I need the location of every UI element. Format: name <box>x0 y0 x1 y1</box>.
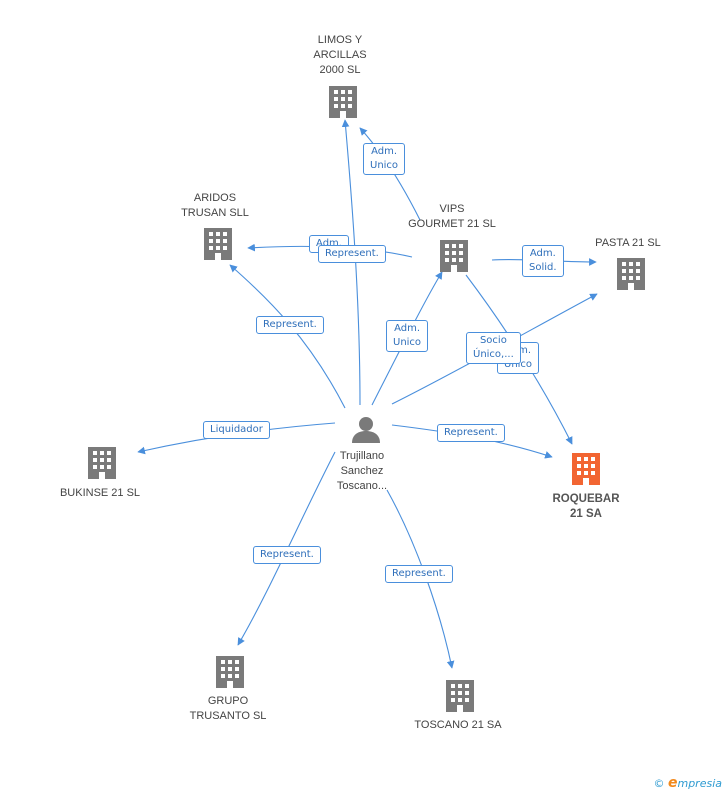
building-icon-grupo[interactable] <box>216 656 244 688</box>
edge-label-represent-toscano: Represent. <box>385 565 453 583</box>
edge-label-liquidador: Liquidador <box>203 421 270 439</box>
node-label-grupo[interactable]: GRUPO TRUSANTO SL <box>189 695 267 722</box>
node-label-pasta[interactable]: PASTA 21 SL <box>595 237 661 249</box>
node-label-bukinse[interactable]: BUKINSE 21 SL <box>59 487 141 499</box>
person-icon[interactable] <box>352 417 380 443</box>
edge-label-represent-roquebar: Represent. <box>437 424 505 442</box>
node-label-roquebar[interactable]: ROQUEBAR 21 SA <box>552 493 620 520</box>
node-label-limos[interactable]: LIMOS Y ARCILLAS 2000 SL <box>313 34 367 76</box>
node-label-person[interactable]: Trujillano Sanchez Toscano... <box>336 450 388 492</box>
edge-label-adm-unico-vips: Adm. Unico <box>386 320 429 352</box>
edge-label-represent-vips-aridos: Represent. <box>318 245 386 263</box>
edge-label-socio-unico: Socio Único,... <box>466 332 521 364</box>
building-icon-aridos[interactable] <box>204 228 232 260</box>
building-icon-limos[interactable] <box>329 86 357 118</box>
edge-person-aridos <box>229 264 346 409</box>
footer-brand: © empresia <box>653 775 722 791</box>
empresia-logo-text: mpresia <box>677 777 722 790</box>
edge-label-represent-grupo: Represent. <box>253 546 321 564</box>
building-icon-toscano[interactable] <box>446 680 474 712</box>
edge-label-adm-unico-limos: Adm. Unico <box>363 143 406 175</box>
empresia-logo-initial: e <box>667 775 678 791</box>
node-label-toscano[interactable]: TOSCANO 21 SA <box>414 719 502 731</box>
edge-label-adm-solid: Adm. Solid. <box>522 245 564 277</box>
node-label-aridos[interactable]: ARIDOS TRUSAN SLL <box>181 192 249 219</box>
building-icon-vips[interactable] <box>440 240 468 272</box>
building-icon-pasta[interactable] <box>617 258 645 290</box>
building-icon-roquebar[interactable] <box>572 453 600 485</box>
node-label-vips[interactable]: VIPS GOURMET 21 SL <box>408 203 496 230</box>
copyright-symbol: © <box>653 777 665 790</box>
building-icon-bukinse[interactable] <box>88 447 116 479</box>
edge-label-represent-aridos: Represent. <box>256 316 324 334</box>
